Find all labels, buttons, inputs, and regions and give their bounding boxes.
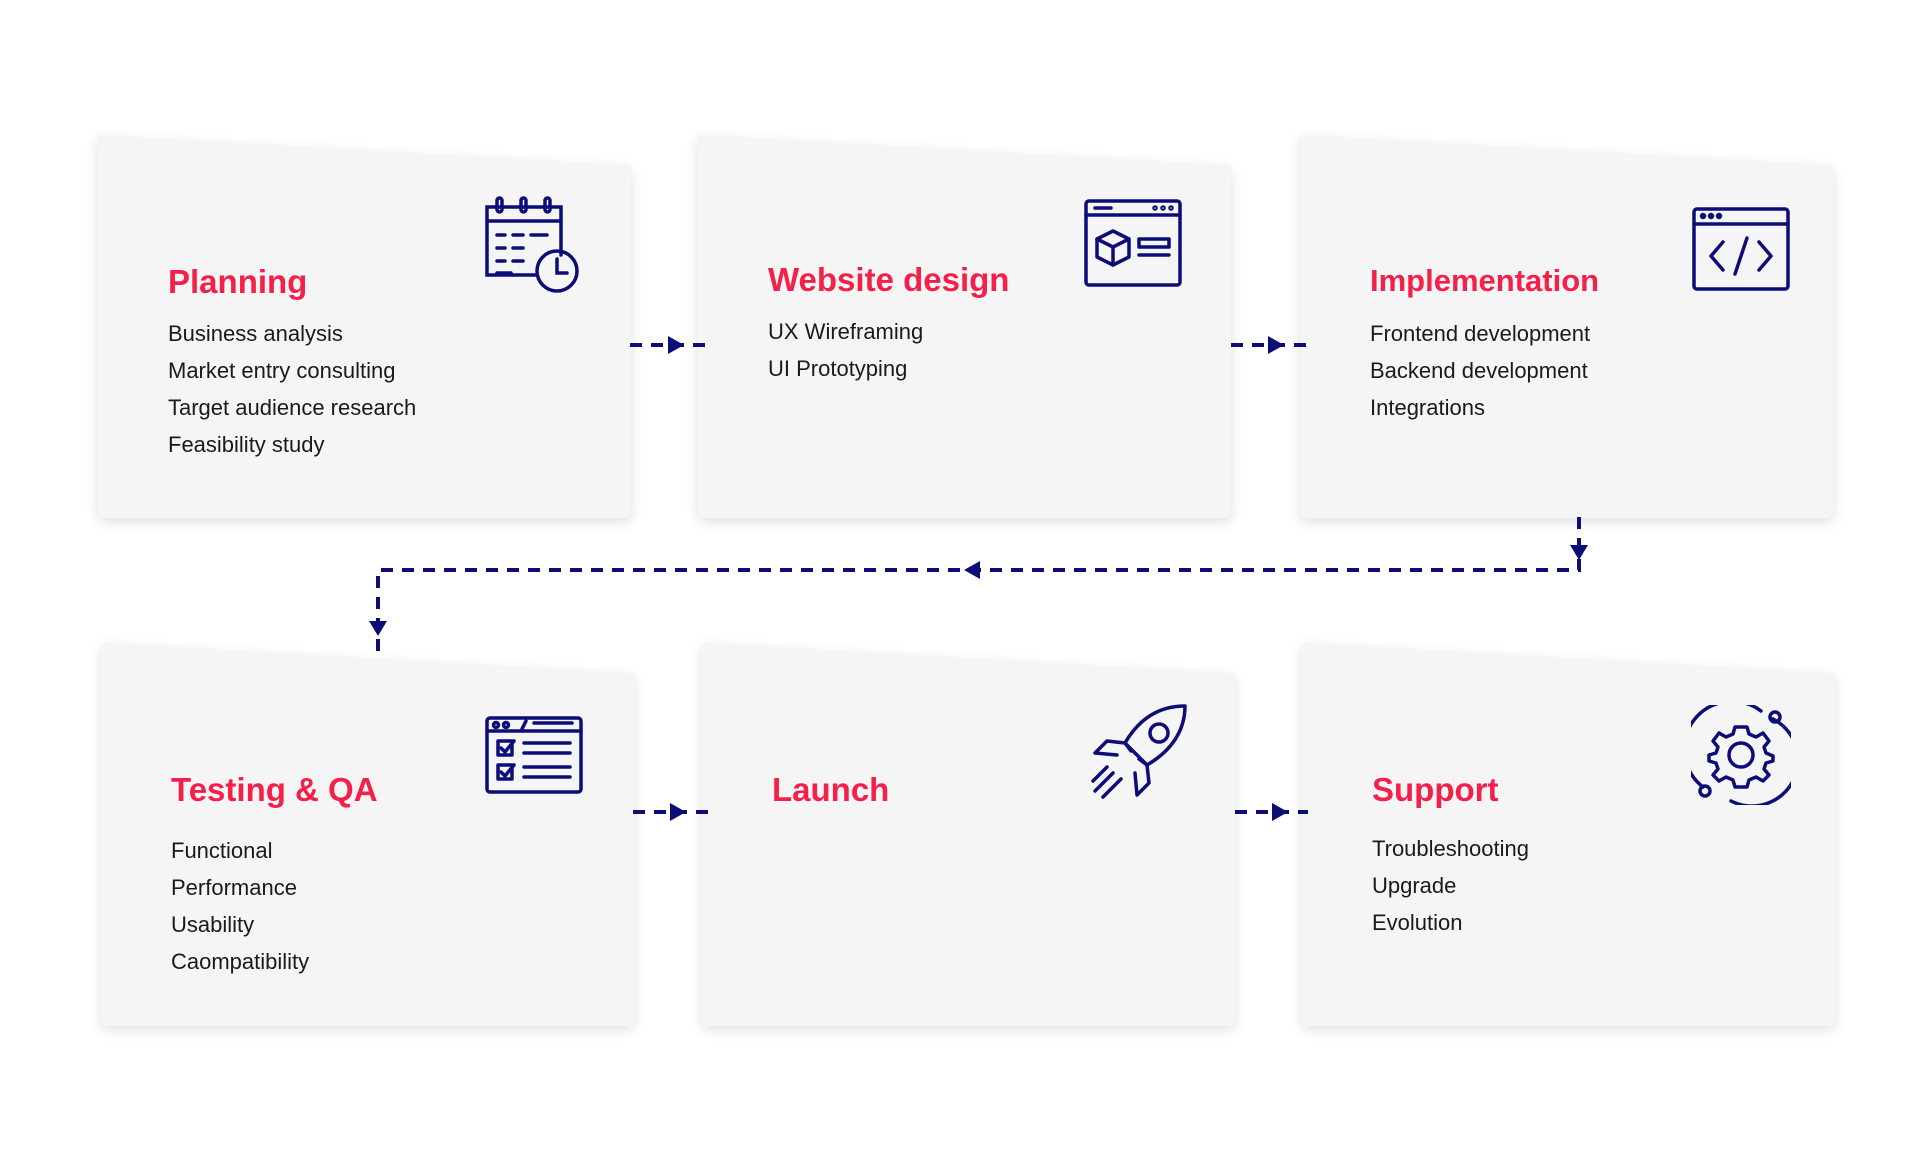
calendar-clock-icon: [485, 196, 579, 293]
arrow-down-icon: [1570, 545, 1588, 560]
browser-box-icon: [1084, 199, 1182, 287]
step-item: Functional: [171, 838, 273, 863]
arrow-right-icon: [668, 336, 684, 354]
step-item: Market entry consulting: [168, 358, 396, 383]
step-item: Integrations: [1370, 395, 1485, 420]
step-title: Planning: [168, 263, 308, 300]
step-card-implementation: Implementation Frontend development Back…: [1300, 135, 1833, 518]
checklist-window-icon: [485, 716, 583, 794]
step-item: Evolution: [1372, 910, 1463, 935]
step-item: Feasibility study: [168, 432, 325, 457]
step-card-testing-qa: Testing & QA Functional Performance Usab…: [101, 643, 634, 1026]
arrow-down-icon: [369, 621, 387, 636]
arrow-left-icon: [964, 561, 980, 579]
step-item: Caompatibility: [171, 949, 310, 974]
rocket-icon: [1091, 704, 1187, 799]
step-item: UX Wireframing: [768, 319, 924, 344]
arrow-right-icon: [1268, 336, 1284, 354]
step-items: Troubleshooting Upgrade Evolution: [1372, 830, 1529, 941]
step-item: Upgrade: [1372, 873, 1457, 898]
step-item: Frontend development: [1370, 321, 1591, 346]
step-item: Usability: [171, 912, 255, 937]
step-title: Testing & QA: [171, 771, 378, 808]
step-title: Website design: [768, 261, 1010, 298]
step-items: Frontend development Backend development…: [1370, 315, 1590, 426]
step-card-launch: Launch: [702, 643, 1235, 1026]
step-item: Troubleshooting: [1372, 836, 1529, 861]
step-title: Implementation: [1370, 263, 1600, 298]
step-title: Support: [1372, 771, 1499, 808]
step-item: UI Prototyping: [768, 356, 908, 381]
step-item: Backend development: [1370, 358, 1588, 383]
step-card-planning: Planning Business analysis Market entry …: [98, 135, 631, 518]
arrow-right-icon: [1272, 803, 1288, 821]
step-item: Performance: [171, 875, 297, 900]
arrow-right-icon: [670, 803, 686, 821]
step-title: Launch: [772, 771, 890, 808]
connector-implementation-testing: [376, 517, 1581, 660]
step-items: Functional Performance Usability Caompat…: [171, 832, 309, 980]
gear-orbit-icon: [1691, 705, 1791, 805]
step-card-support: Support Troubleshooting Upgrade Evolutio…: [1302, 643, 1835, 1026]
code-window-icon: [1692, 207, 1790, 291]
step-items: UX Wireframing UI Prototyping: [768, 313, 923, 387]
step-items: Business analysis Market entry consultin…: [168, 315, 416, 463]
step-item: Business analysis: [168, 321, 343, 346]
step-card-website-design: Website design UX Wireframing UI Prototy…: [698, 135, 1231, 518]
step-item: Target audience research: [168, 395, 417, 420]
